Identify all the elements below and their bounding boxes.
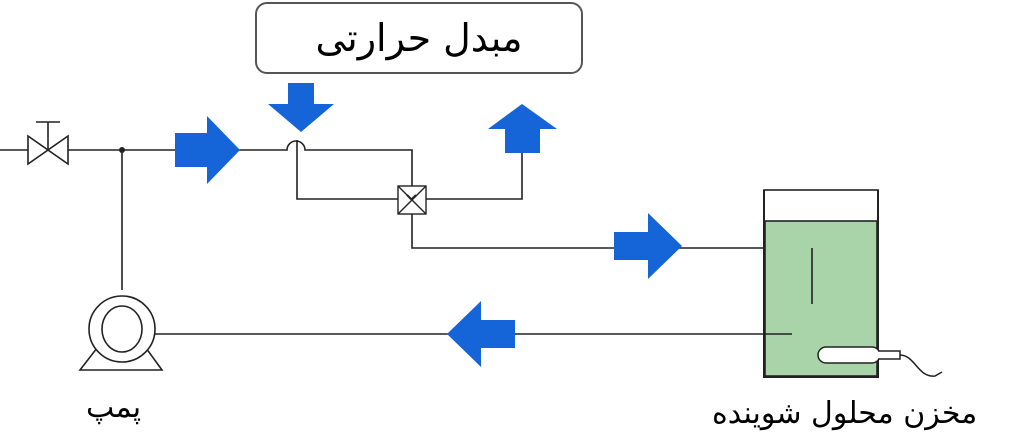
tank-label: مخزن محلول شوینده [712, 396, 978, 431]
tank-supply-pipe [411, 211, 813, 304]
flow-arrow-right-inlet [175, 116, 240, 184]
heat-exchanger-label: مبدل حرارتی [315, 16, 523, 60]
gate-valve-icon[interactable] [27, 121, 69, 166]
pipe-junction [119, 147, 125, 153]
pump-icon[interactable] [78, 295, 164, 371]
flow-arrow-up-exchanger [488, 104, 557, 153]
heat-exchanger[interactable]: مبدل حرارتی [255, 2, 583, 74]
pump-label: پمپ [86, 390, 142, 425]
flow-arrow-left-return [447, 301, 515, 367]
immersion-heater-icon [817, 346, 943, 377]
bypass-pipe [296, 140, 398, 200]
flow-arrow-right-tank [614, 213, 682, 279]
flow-arrow-down-exchanger [268, 83, 334, 132]
three-way-valve-icon[interactable] [397, 185, 427, 215]
